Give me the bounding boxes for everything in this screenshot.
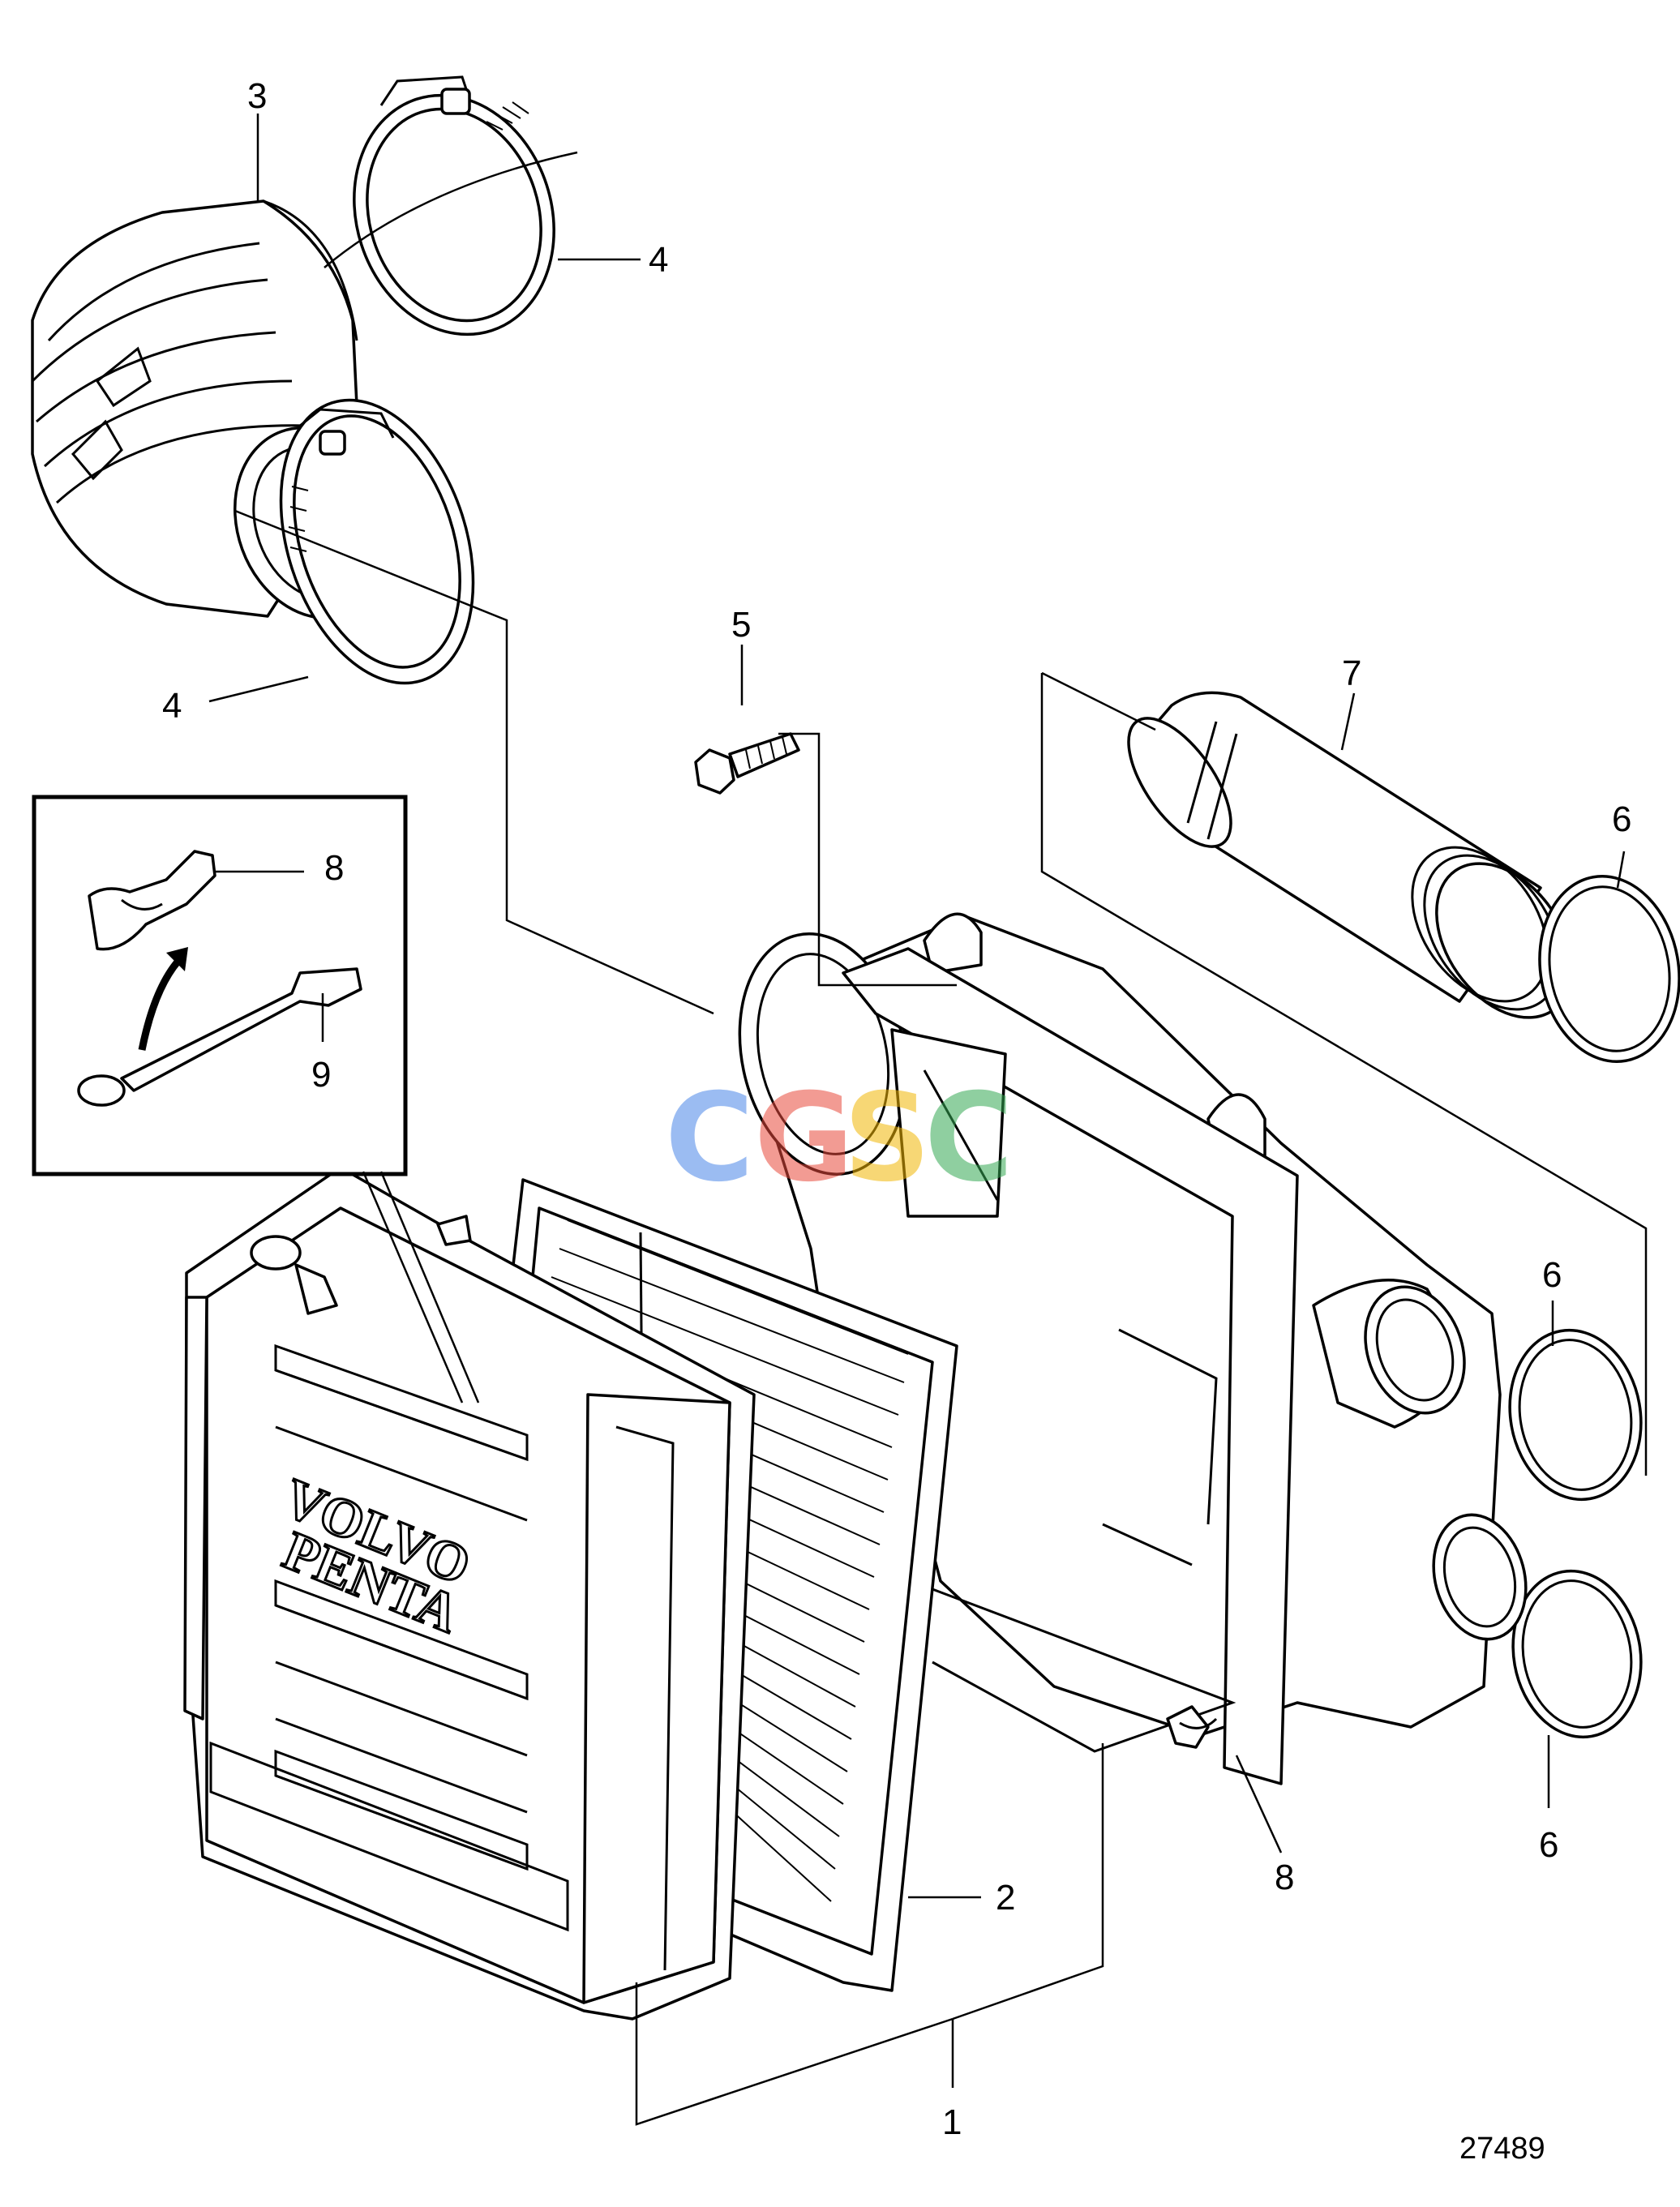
reference-number: 27489 <box>1459 2132 1545 2166</box>
callout-6-middle: 6 <box>1542 1255 1562 1295</box>
tool-part-9-detail <box>120 967 362 1092</box>
watermark-letter-4: C <box>924 1068 1014 1209</box>
part-1-filter-cover: VOLVO PENTA <box>183 1166 756 2021</box>
watermark-letter-3: S <box>843 1068 931 1209</box>
part-8-clip-right <box>1166 1705 1218 1749</box>
part-5-bolt <box>694 732 800 795</box>
callout-5: 5 <box>731 605 751 645</box>
air-filter-housing <box>738 912 1528 1785</box>
part-7-pipe <box>1127 691 1573 1019</box>
part-4-hose-clamp-lower <box>279 398 475 685</box>
callout-3: 3 <box>247 76 267 116</box>
leader-lines <box>208 114 1648 2126</box>
callout-8-inset: 8 <box>324 848 344 888</box>
callout-6-bottom: 6 <box>1539 1825 1558 1865</box>
callout-9: 9 <box>311 1055 331 1095</box>
callout-8-housing: 8 <box>1275 1858 1294 1897</box>
watermark: C G S C <box>665 1068 1014 1209</box>
part-6-seal-rings <box>1508 875 1680 1739</box>
watermark-letter-1: C <box>665 1068 754 1209</box>
callout-1: 1 <box>942 2102 962 2142</box>
callout-4-upper: 4 <box>649 240 668 280</box>
clip-part-8-detail <box>88 850 216 951</box>
watermark-letter-2: G <box>754 1068 854 1209</box>
callout-2: 2 <box>996 1878 1015 1918</box>
callout-4-lower: 4 <box>162 686 182 726</box>
part-4-hose-clamp-upper <box>353 75 555 336</box>
callout-7: 7 <box>1342 654 1361 693</box>
detail-inset <box>32 795 408 1176</box>
callout-labels: 3 4 4 5 7 6 6 6 8 8 9 2 1 27489 <box>162 76 1631 2166</box>
callout-6-top: 6 <box>1612 799 1631 839</box>
